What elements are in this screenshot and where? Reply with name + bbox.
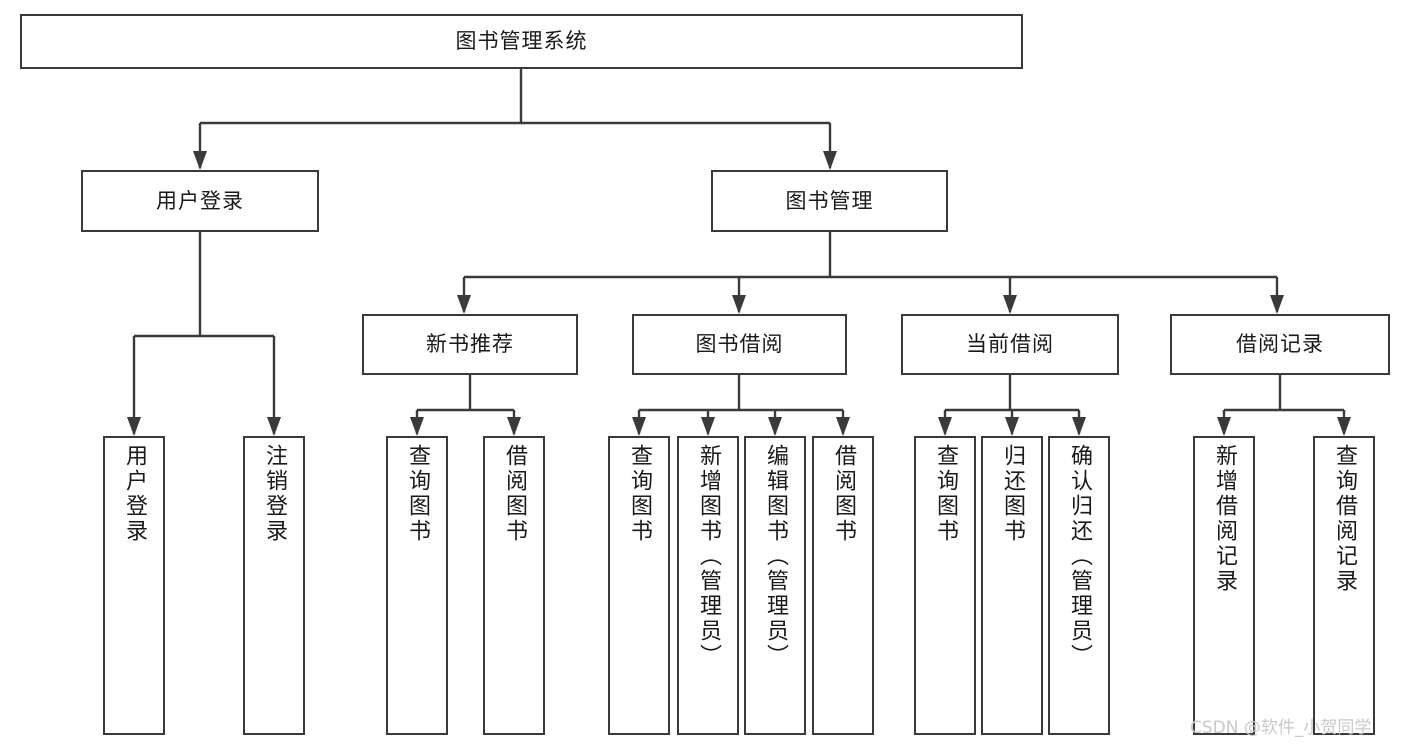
tree-node-label: 当前借阅 bbox=[966, 332, 1054, 356]
connector-arrow-3-1 bbox=[507, 417, 521, 436]
connector-arrow-4-0 bbox=[632, 417, 646, 436]
connector-arrow-4-2 bbox=[768, 417, 782, 436]
tree-node-label: 编辑图书（管理员） bbox=[762, 444, 788, 669]
tree-node-l3-4[interactable]: 查询图书 bbox=[608, 436, 670, 735]
connector-arrow-5-1 bbox=[1005, 417, 1019, 436]
tree-node-label: 图书管理 bbox=[785, 188, 874, 213]
connector-arrow-4-3 bbox=[836, 417, 850, 436]
tree-node-l3-8[interactable]: 查询图书 bbox=[914, 436, 976, 735]
tree-node-label: 用户登录 bbox=[156, 188, 244, 213]
tree-node-label: 归还图书 bbox=[999, 444, 1025, 544]
tree-node-l3-6[interactable]: 编辑图书（管理员） bbox=[744, 436, 806, 735]
connector-arrow-5-2 bbox=[1072, 417, 1086, 436]
watermark-label: CSDN @软件_小贺同学 bbox=[1190, 718, 1372, 738]
connector-arrow-3-0 bbox=[410, 417, 424, 436]
connector-arrow-1-0 bbox=[127, 417, 141, 436]
tree-node-l3-1[interactable]: 注销登录 bbox=[243, 436, 305, 735]
tree-node-l3-10[interactable]: 确认归还（管理员） bbox=[1048, 436, 1110, 735]
tree-node-l3-9[interactable]: 归还图书 bbox=[981, 436, 1043, 735]
tree-node-label: 新书推荐 bbox=[426, 332, 514, 356]
tree-node-label: 查询借阅记录 bbox=[1331, 444, 1357, 594]
tree-node-label: 查询图书 bbox=[626, 444, 652, 544]
tree-node-l3-12[interactable]: 查询借阅记录 bbox=[1313, 436, 1375, 735]
tree-node-l2-1[interactable]: 图书借阅 bbox=[632, 314, 847, 375]
tree-node-label: 新增借阅记录 bbox=[1211, 444, 1237, 594]
tree-node-label: 图书管理系统 bbox=[455, 29, 588, 53]
connector-arrow-4-1 bbox=[701, 417, 715, 436]
tree-node-label: 查询图书 bbox=[404, 444, 430, 544]
connector-arrow-6-0 bbox=[1217, 417, 1231, 436]
tree-node-label: 用户登录 bbox=[121, 444, 147, 544]
tree-node-label: 借阅图书 bbox=[501, 444, 527, 544]
tree-node-label: 查询图书 bbox=[932, 444, 958, 544]
connector-arrow-0-0 bbox=[193, 151, 207, 170]
tree-node-l3-3[interactable]: 借阅图书 bbox=[483, 436, 545, 735]
tree-node-l2-0[interactable]: 新书推荐 bbox=[362, 314, 578, 375]
tree-node-label: 注销登录 bbox=[261, 444, 287, 544]
tree-node-label: 图书借阅 bbox=[695, 332, 784, 356]
tree-node-l1-1[interactable]: 图书管理 bbox=[711, 170, 948, 232]
connector-arrow-2-1 bbox=[732, 295, 746, 314]
tree-node-l2-3[interactable]: 借阅记录 bbox=[1170, 314, 1390, 375]
tree-node-label: 借阅图书 bbox=[830, 444, 856, 544]
tree-node-root[interactable]: 图书管理系统 bbox=[20, 14, 1023, 69]
tree-node-l3-2[interactable]: 查询图书 bbox=[386, 436, 448, 735]
tree-node-l2-2[interactable]: 当前借阅 bbox=[901, 314, 1119, 375]
connector-arrow-1-1 bbox=[267, 417, 281, 436]
connector-arrow-2-0 bbox=[457, 295, 471, 314]
tree-node-l1-0[interactable]: 用户登录 bbox=[81, 170, 319, 232]
tree-node-l3-5[interactable]: 新增图书（管理员） bbox=[677, 436, 739, 735]
connector-arrow-6-1 bbox=[1337, 417, 1351, 436]
tree-node-l3-11[interactable]: 新增借阅记录 bbox=[1193, 436, 1255, 735]
tree-node-label: 借阅记录 bbox=[1236, 332, 1324, 356]
tree-node-l3-7[interactable]: 借阅图书 bbox=[812, 436, 874, 735]
tree-node-l3-0[interactable]: 用户登录 bbox=[103, 436, 165, 735]
connector-arrow-2-2 bbox=[1003, 295, 1017, 314]
connector-arrow-0-1 bbox=[823, 151, 837, 170]
connector-arrow-5-0 bbox=[938, 417, 952, 436]
tree-node-label: 确认归还（管理员） bbox=[1066, 444, 1092, 669]
connector-arrow-2-3 bbox=[1270, 295, 1284, 314]
tree-node-label: 新增图书（管理员） bbox=[695, 444, 721, 669]
